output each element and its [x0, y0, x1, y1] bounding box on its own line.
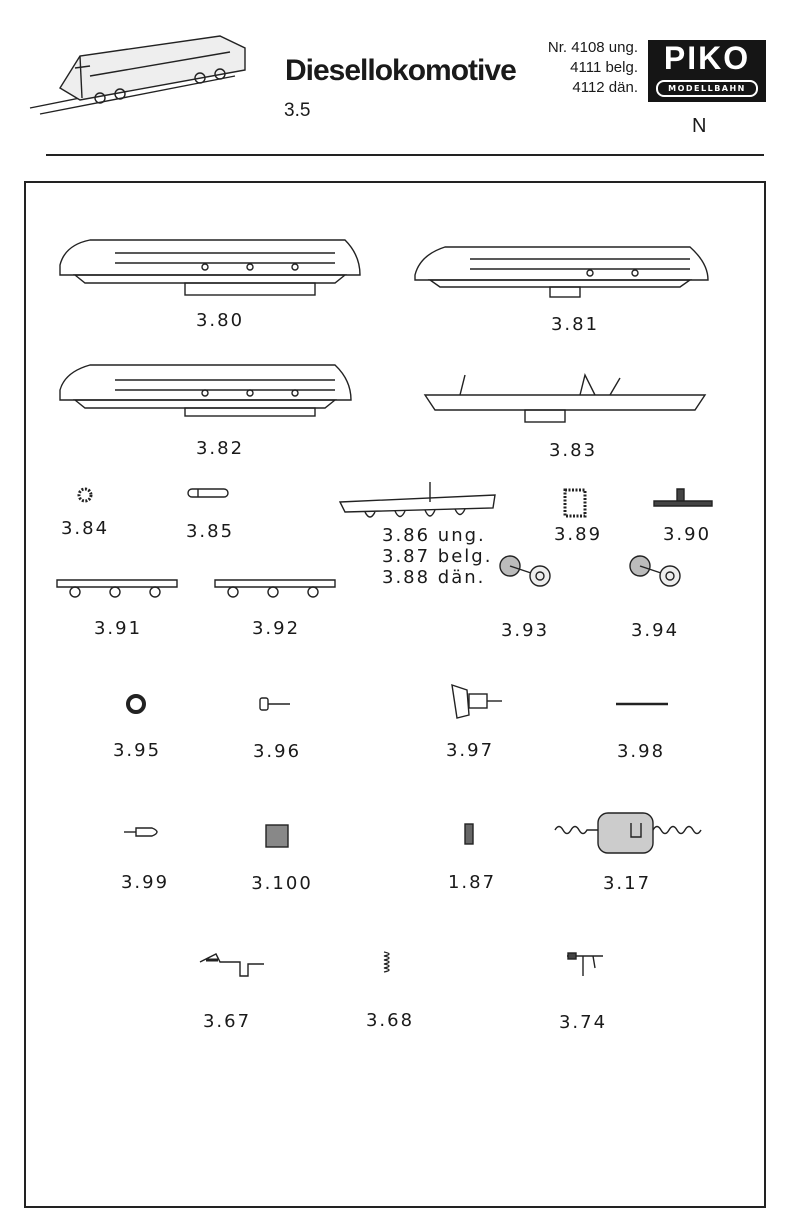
contact-bracket-drawing: [451, 683, 502, 719]
locomotive-illustration: [29, 35, 246, 115]
part-label: 3.83: [548, 440, 598, 461]
part-label: 3.81: [550, 314, 600, 335]
part-label: 3.99: [120, 872, 170, 893]
part-label: 3.68: [365, 1010, 415, 1031]
page-title: Diesellokomotive: [285, 54, 517, 87]
wheelset-drawing: [629, 555, 681, 587]
body-shell-drawing: [59, 364, 352, 417]
contact-spring-drawing: [199, 953, 264, 977]
scale-label: N: [692, 115, 707, 137]
part-label: 3.97: [445, 740, 495, 761]
plate-drawing: [265, 824, 289, 848]
part-label: 3.93: [500, 620, 550, 641]
part-label-group: 3.86 ung. 3.87 belg. 3.88 dän.: [382, 525, 492, 588]
gear-drawing: [77, 487, 93, 503]
part-label: 3.82: [195, 438, 245, 459]
bogie-frame-drawing: [214, 579, 336, 598]
part-label: 3.17: [602, 873, 652, 894]
part-label: 3.67: [202, 1011, 252, 1032]
logo-brand: PIKO: [663, 40, 751, 76]
ring-drawing: [126, 694, 146, 714]
rod-drawing: [616, 702, 668, 706]
brush-drawing: [464, 823, 474, 845]
part-label: 3.84: [60, 518, 110, 539]
body-shell-drawing: [414, 246, 709, 298]
shaft-drawing: [187, 488, 229, 498]
bracket-drawing: [653, 488, 713, 507]
part-label: 3.94: [630, 620, 680, 641]
wheelset-drawing: [499, 555, 551, 587]
logo-tagline: MODELLBAHN: [656, 80, 758, 97]
header-divider: [46, 154, 764, 156]
parts-frame: [24, 181, 766, 1208]
piko-logo: PIKO MODELLBAHN: [648, 40, 766, 102]
spring-drawing: [383, 951, 390, 973]
article-number: Nr. 4108 ung.: [547, 39, 638, 56]
article-numbers: Nr. 4108 ung. 4111 belg. 4112 dän.: [548, 38, 638, 98]
part-label: 3.91: [93, 618, 143, 639]
part-label: 1.87: [447, 872, 497, 893]
motor-drawing: [554, 812, 702, 854]
part-label: 3.86 ung.: [382, 525, 486, 546]
part-label: 3.95: [112, 740, 162, 761]
part-label: 3.85: [185, 521, 235, 542]
bulb-drawing: [124, 827, 158, 837]
sheet-number: 3.5: [284, 100, 311, 121]
bogie-frame-drawing: [56, 579, 178, 598]
part-label: 3.87 belg.: [382, 546, 493, 567]
worm-gear-drawing: [563, 488, 587, 518]
part-label: 3.89: [553, 524, 603, 545]
part-label: 3.88 dän.: [382, 567, 486, 588]
part-label: 3.98: [616, 741, 666, 762]
light-board-drawing: [338, 482, 496, 518]
article-number: 4111 belg.: [570, 59, 638, 76]
part-label: 3.100: [251, 873, 313, 894]
part-label: 3.96: [252, 741, 302, 762]
part-label: 3.80: [195, 310, 245, 331]
body-shell-drawing: [59, 239, 361, 296]
article-number: 4112 dän.: [572, 79, 638, 96]
coupler-drawing: [567, 952, 603, 976]
pin-drawing: [259, 697, 290, 711]
part-label: 3.74: [558, 1012, 608, 1033]
chassis-frame-drawing: [423, 372, 707, 423]
part-label: 3.92: [251, 618, 301, 639]
part-label: 3.90: [662, 524, 712, 545]
